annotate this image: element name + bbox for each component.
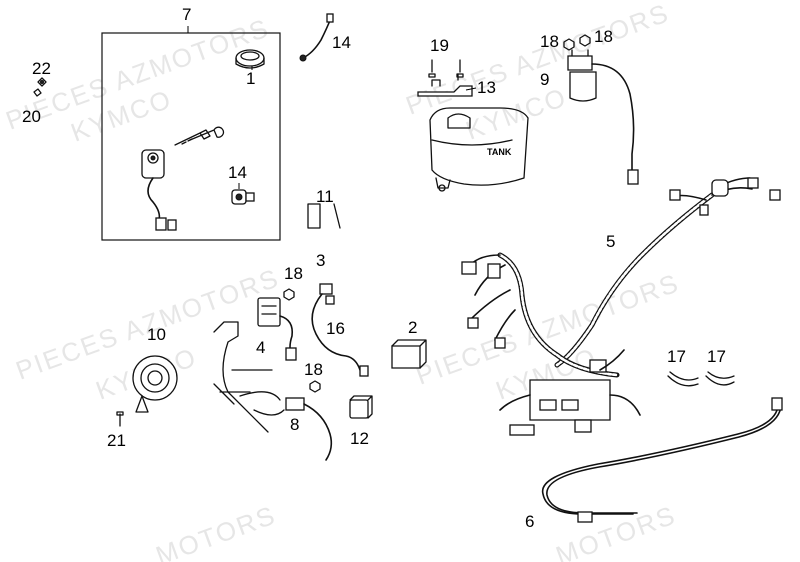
horn-part <box>132 355 178 413</box>
callout-layer: 7 14 1 22 20 14 11 19 13 18 18 9 5 3 18 … <box>22 5 726 531</box>
screw-part <box>33 77 47 97</box>
ignition-switch-part <box>141 149 177 231</box>
callout-label: 3 <box>316 251 325 270</box>
callout-label: 14 <box>332 33 351 52</box>
clamp-part <box>667 371 735 387</box>
cdi-unit-part <box>391 339 427 369</box>
callout-label: 2 <box>408 318 417 337</box>
screw-part <box>116 411 124 427</box>
battery-cable-part <box>541 397 783 523</box>
clip-part <box>307 203 341 229</box>
callout-label: 19 <box>430 36 449 55</box>
wiring-harness-part <box>461 177 781 436</box>
callout-label: 5 <box>606 232 615 251</box>
callout-label: 4 <box>256 338 265 357</box>
callout-label: 14 <box>228 163 247 182</box>
callout-label: 10 <box>147 325 166 344</box>
callout-label: 21 <box>107 431 126 450</box>
callout-label: 1 <box>246 69 255 88</box>
callout-label: 20 <box>22 107 41 126</box>
cap-lock-part <box>235 49 265 69</box>
callout-label: 18 <box>594 27 613 46</box>
key-part <box>174 126 225 146</box>
callout-label: 18 <box>304 360 323 379</box>
callout-label: 6 <box>525 512 534 531</box>
callout-label: 13 <box>477 78 496 97</box>
spark-plug-wire-part <box>311 283 369 377</box>
nut-part <box>563 34 591 51</box>
regulator-part <box>257 297 297 361</box>
callout-label: 9 <box>540 70 549 89</box>
starter-relay-part <box>567 49 639 185</box>
callout-label: 17 <box>667 347 686 366</box>
leader-line <box>465 87 477 91</box>
sub-harness-part <box>213 321 333 461</box>
callout-label: 8 <box>290 415 299 434</box>
callout-label: 17 <box>707 347 726 366</box>
seat-lock-cable-part <box>299 13 334 62</box>
callout-label: 7 <box>182 5 191 24</box>
callout-label: 11 <box>316 187 334 206</box>
callout-label: 18 <box>540 32 559 51</box>
callout-label: 22 <box>32 59 51 78</box>
callout-label: 16 <box>326 319 345 338</box>
callout-label: 18 <box>284 264 303 283</box>
sender-screw-part <box>428 59 464 78</box>
watermark-text: MOTORS <box>152 499 280 562</box>
lock-cylinder-part <box>231 189 255 205</box>
watermark-text: MOTORS <box>552 499 680 562</box>
callout-label: 12 <box>350 429 369 448</box>
nut-part <box>283 288 321 393</box>
key-set-box <box>101 32 281 241</box>
tank-label: TANK <box>487 147 512 157</box>
relay-part <box>349 395 373 419</box>
fuel-tank-part <box>429 107 529 192</box>
